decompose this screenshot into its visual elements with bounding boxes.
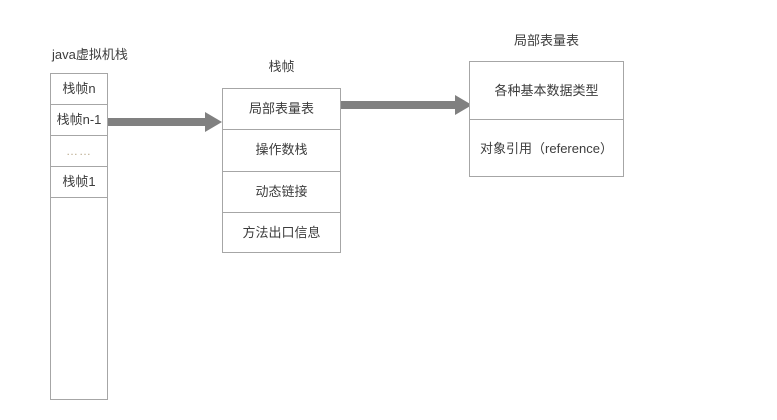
local-variable-table-row-primitive-types: 各种基本数据类型 (470, 62, 623, 120)
stack-frame-caption: 栈帧 (268, 59, 295, 74)
arrow-head (205, 112, 222, 132)
jvm-stack-box: 栈帧n 栈帧n-1 …… 栈帧1 (50, 73, 108, 400)
jvm-stack-frame-1: 栈帧1 (51, 167, 107, 198)
stack-frame-row-method-return-info: 方法出口信息 (242, 225, 321, 241)
local-variable-table-caption: 局部表量表 (513, 33, 579, 48)
stack-frame-box: 局部表量表 操作数栈 动态链接 方法出口信息 (222, 88, 341, 253)
jvm-stack-frame-ellipsis: …… (51, 136, 107, 167)
stack-frame-row-local-variable-table: 局部表量表 (223, 89, 340, 131)
jvm-stack-frame-n-minus-1: 栈帧n-1 (51, 105, 107, 136)
local-variable-table-row-object-reference: 对象引用（reference） (480, 141, 613, 156)
arrow-head (455, 95, 472, 115)
arrow-shaft (341, 101, 455, 109)
local-variable-table-box: 各种基本数据类型 对象引用（reference） (469, 61, 624, 177)
stack-frame-row-dynamic-linking: 动态链接 (223, 172, 340, 213)
arrow-shaft (108, 118, 205, 126)
stack-frame-row-operand-stack: 操作数栈 (223, 130, 340, 172)
jvm-stack-frame-n: 栈帧n (51, 74, 107, 105)
jvm-stack-caption: java虚拟机栈 (52, 47, 128, 62)
